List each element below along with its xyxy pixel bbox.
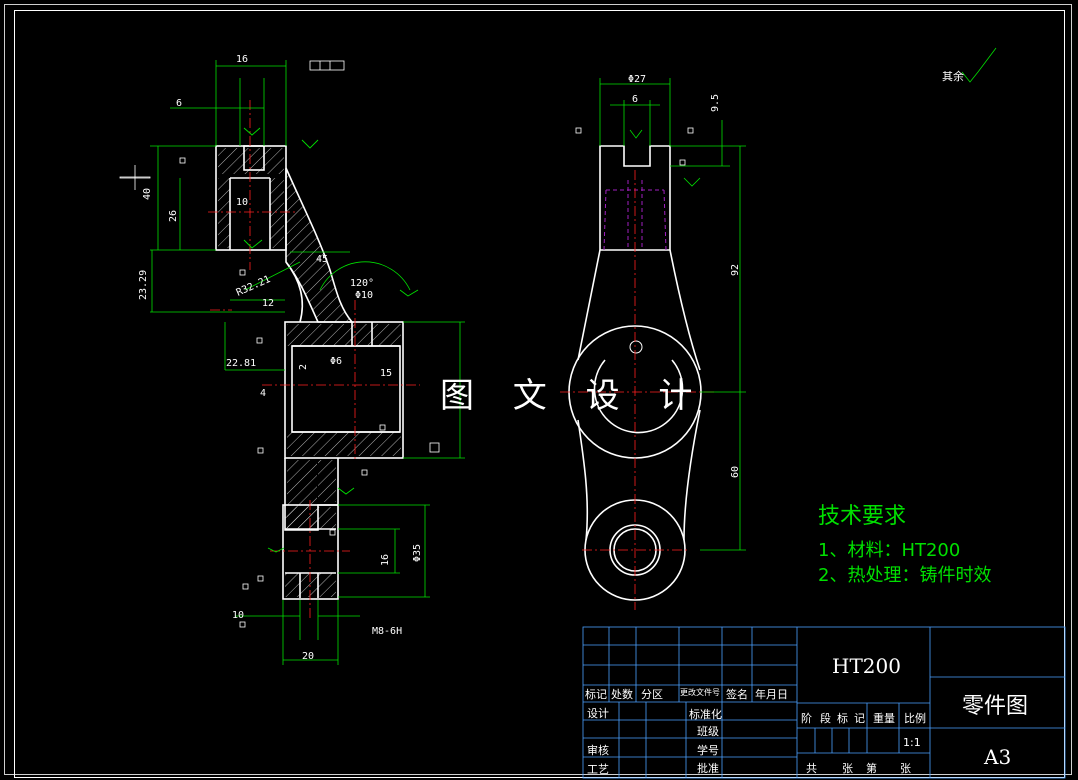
dim-9-5: 9.5: [710, 94, 721, 112]
dim-phi35: Φ35: [412, 544, 423, 562]
dim-10-bottom: 10: [232, 610, 244, 621]
technical-requirements: 技术要求 1、材料：HT200 2、热处理：铸件时效: [818, 498, 991, 588]
tb-sheet-total: 共: [806, 762, 817, 775]
tb-header-zone: 分区: [641, 688, 663, 701]
tb-label-approve: 批准: [697, 762, 719, 775]
tb-label-class: 班级: [697, 725, 719, 738]
boss-section: [284, 321, 404, 459]
left-dimension-lines: [150, 60, 465, 665]
tb-label-process: 工艺: [587, 763, 609, 776]
main-boss-bore: [593, 359, 684, 434]
dim-16-top: 16: [236, 54, 248, 65]
dim-12: 12: [262, 298, 274, 309]
tech-item-heat-treatment: 2、热处理：铸件时效: [818, 565, 992, 586]
tb-sheet-number: 第: [866, 762, 877, 775]
left-section-view: [215, 145, 404, 600]
tb-label-design: 设计: [587, 707, 609, 720]
roughness-marks-left: [243, 127, 419, 553]
dim-6: 6: [176, 98, 182, 109]
dim-20: 20: [302, 651, 314, 662]
left-centerlines: [208, 100, 420, 620]
tb-header-date: 年月日: [755, 688, 788, 701]
dim-120deg: 120°: [350, 278, 374, 289]
dim-phi6: Φ6: [330, 356, 342, 367]
title-sheet-size: A3: [984, 745, 1012, 769]
dim-26: 26: [168, 210, 179, 222]
tb-stage-1: 阶: [801, 712, 812, 725]
tb-header-count: 处数: [611, 688, 633, 701]
dim-r32-21: R32.21: [235, 274, 272, 299]
title-scale-value: 1:1: [903, 736, 921, 749]
drawing-border-outer: [4, 4, 1072, 775]
roughness-note: 其余: [942, 70, 964, 83]
dim-45: 45: [316, 254, 328, 265]
right-centerlines: [560, 170, 715, 610]
title-drawing-name: 零件图: [962, 694, 1029, 719]
dim-phi27: Φ27: [628, 74, 646, 85]
tb-stage-2: 段: [820, 712, 831, 725]
dim-92: 92: [730, 264, 741, 276]
tb-label-student-no: 学号: [697, 744, 719, 757]
title-material: HT200: [832, 654, 901, 678]
dim-22-81: 22.81: [226, 358, 256, 369]
tb-label-standardization: 标准化: [689, 708, 722, 721]
tb-header-mark: 标记: [585, 688, 607, 701]
dim-m8: M8-6H: [372, 626, 402, 637]
tb-stage-3: 标: [837, 712, 848, 725]
left-callouts: [119, 60, 440, 628]
tb-label-review: 审核: [587, 744, 609, 757]
dim-6-right: 6: [632, 94, 638, 105]
tb-stage-4: 记: [854, 712, 865, 725]
dim-60: 60: [730, 466, 741, 478]
drawing-border-inner: [14, 10, 1065, 778]
dim-23-29: 23.29: [138, 270, 149, 300]
right-callouts: [575, 127, 694, 166]
tb-sheet-unit-1: 张: [842, 762, 853, 775]
dim-16-bottom: 16: [380, 554, 391, 566]
dim-10-bore: 10: [236, 197, 248, 208]
dim-phi10: Φ10: [355, 290, 373, 301]
bottom-hub: [282, 504, 339, 600]
tb-header-change-doc: 更改文件号: [680, 688, 720, 697]
right-dimension-texts: Φ27 6 9.5 92 60: [628, 74, 741, 478]
dim-40: 40: [142, 188, 153, 200]
left-dimension-texts: 16 6 40 26 10 23.29 R32.21 45 120° Φ10 1…: [138, 54, 423, 662]
right-dimension-lines: [599, 47, 997, 551]
dim-2: 2: [298, 364, 309, 370]
title-block-grid: [582, 626, 1066, 779]
watermark-text: 图 文 设 计: [440, 376, 707, 416]
dim-15: 15: [380, 368, 392, 379]
tb-header-signature: 签名: [726, 688, 748, 701]
tb-weight-label: 重量: [873, 712, 895, 725]
tb-sheet-unit-2: 张: [900, 762, 911, 775]
tech-item-material: 1、材料：HT200: [818, 540, 961, 561]
tech-title: 技术要求: [818, 504, 907, 529]
tb-scale-label: 比例: [904, 712, 926, 725]
dim-4: 4: [260, 388, 266, 399]
